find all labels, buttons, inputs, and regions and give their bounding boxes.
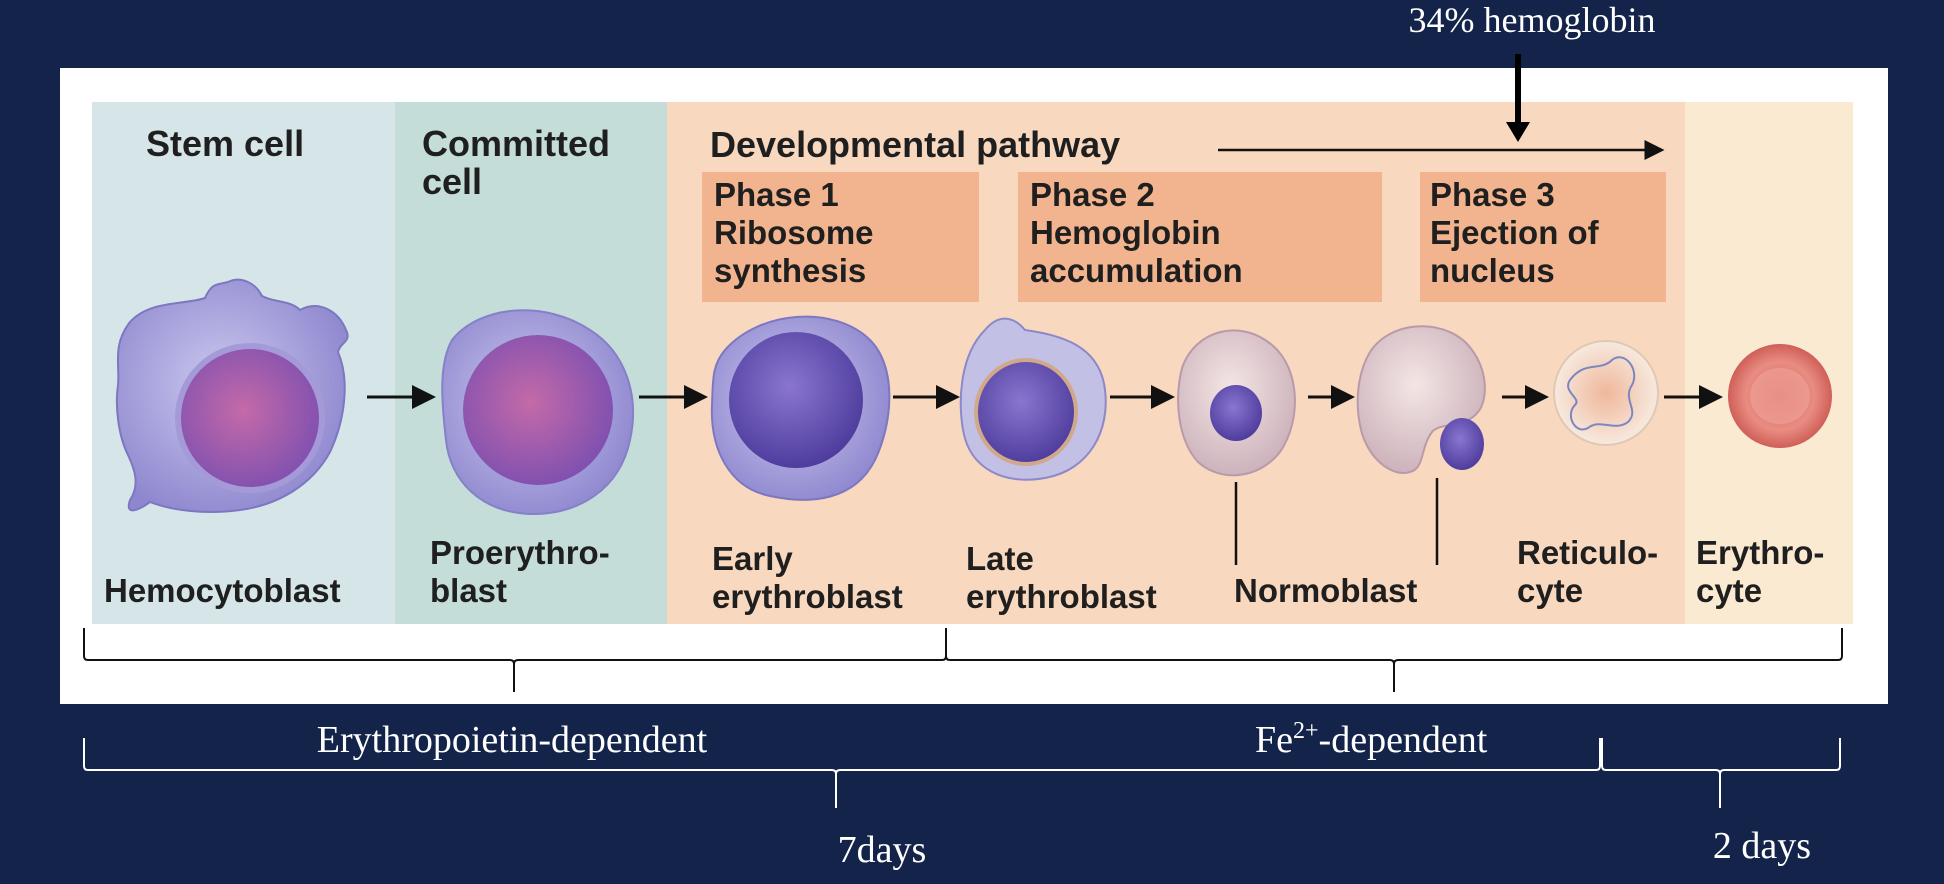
brace-two-days [1601,738,1841,808]
hemoglobin-pointer-arrowhead-panel [1506,122,1530,142]
proerythroblast-label-line2: blast [430,572,507,609]
brace-seven-days [83,738,1601,808]
hemoglobin-percent-label: 34% hemoglobin [1409,0,1656,40]
erythrocyte-label-line1: Erythro- [1696,534,1824,571]
hemocytoblast-label: Hemocytoblast [104,572,341,609]
phase-1-title: Phase 1 [714,176,839,213]
iron-dependent-label: Fe2+-dependent [1255,718,1488,761]
phase-2-line2: Hemoglobin [1030,214,1221,251]
developmental-pathway-header: Developmental pathway [710,124,1120,165]
early-erythroblast-cell-illustration [710,315,891,501]
phase-1-line3: synthesis [714,252,866,289]
phase-3-box: Phase 3 Ejection of nucleus [1420,172,1666,302]
normoblast-ejecting-nucleus-illustration [1356,325,1486,474]
reticulocyte-label-line1: Reticulo- [1517,534,1658,571]
seven-days-label: 7days [838,829,927,871]
phase-3-line3: nucleus [1430,252,1555,289]
proerythroblast-cell-illustration [441,309,634,516]
phase-2-title: Phase 2 [1030,176,1155,213]
late-erythroblast-cell-illustration [959,317,1107,481]
phase-2-line3: accumulation [1030,252,1243,289]
phase-3-line2: Ejection of [1430,214,1600,251]
phase-3-title: Phase 3 [1430,176,1555,213]
stem-cell-header: Stem cell [146,123,304,164]
reticulocyte-label-line2: cyte [1517,572,1583,609]
iron-symbol: Fe [1255,719,1293,761]
phase-1-line2: Ribosome [714,214,874,251]
committed-cell-header-line1: Committed [422,123,610,164]
committed-cell-header-line2: cell [422,161,482,202]
hemocytoblast-cell-illustration [115,278,349,513]
phase-2-box: Phase 2 Hemoglobin accumulation [1018,172,1382,302]
late-erythroblast-label-line1: Late [966,540,1034,577]
iron-charge-superscript: 2+ [1293,718,1319,744]
two-days-label: 2 days [1713,825,1811,867]
phase-1-box: Phase 1 Ribosome synthesis [702,172,979,302]
erythrocyte-cell-illustration [1728,344,1832,448]
brace-iron-phase [945,628,1843,692]
normoblast-label: Normoblast [1234,572,1417,609]
reticulocyte-cell-illustration [1553,340,1659,446]
normoblast-cell-illustration [1177,329,1296,477]
erythrocyte-label-line2: cyte [1696,572,1762,609]
iron-dependent-suffix: -dependent [1319,719,1488,761]
early-erythroblast-label-line1: Early [712,540,793,577]
proerythroblast-label-line1: Proerythro- [430,534,610,571]
erythropoietin-dependent-label: Erythropoietin-dependent [317,719,708,761]
early-erythroblast-label-line2: erythroblast [712,578,903,615]
late-erythroblast-label-line2: erythroblast [966,578,1157,615]
